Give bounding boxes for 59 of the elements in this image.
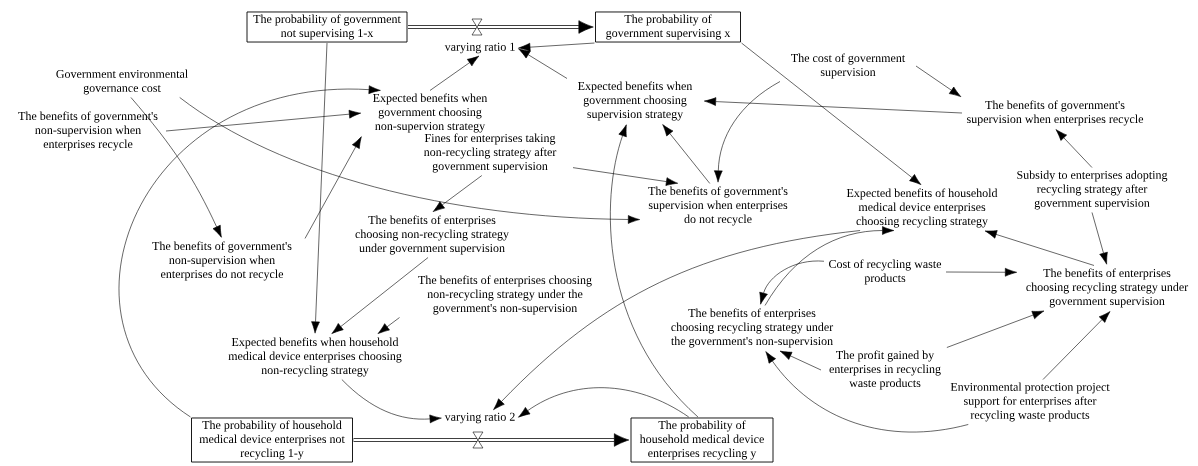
arrow <box>764 226 895 306</box>
variable-label: Subsidy to enterprises adopting recycling strategy after government supervision <box>1017 170 1168 210</box>
variable-label: The benefits of enterprises choosing non-recycling strategy under government supervision <box>355 215 509 255</box>
arrow <box>704 97 963 114</box>
arrow <box>662 124 711 184</box>
arrow <box>118 85 381 418</box>
arrow <box>945 267 1017 277</box>
stock-box: The probability of household medical device enterprises not recycling 1-y <box>191 417 353 463</box>
flow-rate-label: varying ratio 2 <box>444 412 515 424</box>
arrow <box>984 230 1095 266</box>
variable-label: The benefits of enterprises choosing non-recycling strategy under the government's non-supervision <box>418 275 592 315</box>
variable-label: Government environmental governance cost <box>56 69 188 95</box>
arrow <box>1055 129 1093 168</box>
arrow <box>331 257 429 334</box>
variable-label: Expected benefits when government choosing non-supervion strategy <box>373 93 488 133</box>
arrow <box>759 260 825 305</box>
arrow <box>572 167 678 186</box>
variable-label: Expected benefits when government choosing supervision strategy <box>578 81 693 121</box>
variable-label: The cost of government supervision <box>791 53 906 79</box>
arrow <box>610 124 699 418</box>
flow-pipe <box>408 18 594 36</box>
arrow <box>779 350 822 371</box>
arrow <box>765 351 969 433</box>
variable-label: The benefits of government's supervision when enterprises recycle <box>967 100 1144 126</box>
variable-label: Fines for enterprises taking non-recycling strategy after government supervision <box>424 133 557 173</box>
arrow <box>165 109 361 132</box>
variable-label: Cost of recycling waste products <box>829 259 942 285</box>
variable-label: The benefits of enterprises choosing recycling strategy under government supervision <box>1026 268 1189 308</box>
arrow <box>432 175 483 212</box>
flow-pipe <box>353 431 630 449</box>
arrow <box>304 136 362 239</box>
stock-box: The probability of government not supervising 1-x <box>246 11 408 43</box>
variable-label: Expected benefits when household medical device enterprises choosing non-recycling strategy <box>228 337 402 377</box>
variable-label: The benefits of government's non-supervision when enterprises recycle <box>18 111 158 151</box>
arrow <box>429 55 480 91</box>
arrow <box>518 387 689 418</box>
variable-label: The profit gained by enterprises in recycling waste products <box>829 350 941 390</box>
variable-label: Environmental protection project support for enterprises after recycling waste products <box>950 382 1110 422</box>
variable-label: Expected benefits of household medical device enterprises choosing recycling strategy <box>846 188 998 228</box>
stock-box: The probability of government supervising x <box>595 11 741 43</box>
arrow <box>377 317 400 334</box>
stock-box: The probability of household medical device enterprises recycling y <box>630 417 774 463</box>
arrow <box>714 81 781 183</box>
variable-label: The benefits of enterprises choosing recycling strategy under the government's non-supervision <box>671 308 834 348</box>
arrow <box>493 230 861 411</box>
flow-rate-label: varying ratio 1 <box>444 42 515 54</box>
variable-label: The benefits of government's supervision when enterprises do not recycle <box>648 186 788 226</box>
arrow <box>1091 212 1108 265</box>
arrow <box>518 42 595 52</box>
arrow <box>341 379 442 424</box>
arrow <box>741 42 922 185</box>
arrow <box>179 97 640 224</box>
arrow <box>311 42 328 334</box>
variable-label: The benefits of government's non-supervision when enterprises do not recycle <box>152 241 292 281</box>
arrow <box>946 310 1045 348</box>
arrow <box>915 65 962 98</box>
arrow <box>518 48 568 79</box>
arrow <box>1042 311 1111 380</box>
arrow <box>130 97 222 238</box>
